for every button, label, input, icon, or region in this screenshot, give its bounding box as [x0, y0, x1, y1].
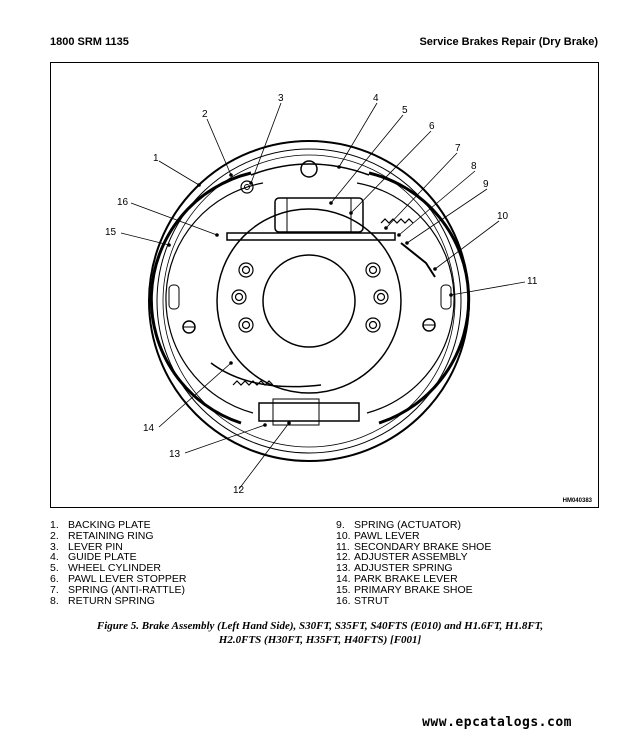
- legend-item: 13.ADJUSTER SPRING: [336, 562, 453, 575]
- legend-item: 4.GUIDE PLATE: [50, 551, 137, 564]
- callout-6: 6: [429, 121, 435, 132]
- strut: [226, 232, 396, 241]
- hub-center-hole: [262, 254, 356, 348]
- legend-item: 11.SECONDARY BRAKE SHOE: [336, 540, 492, 553]
- callout-9: 9: [483, 179, 489, 190]
- callout-4: 4: [373, 93, 379, 104]
- callout-7: 7: [455, 143, 461, 154]
- adjuster-spring: [232, 380, 274, 386]
- callout-10: 10: [497, 211, 509, 222]
- legend-item: 3.LEVER PIN: [50, 540, 123, 553]
- legend-right-column: 9.SPRING (ACTUATOR) 10.PAWL LEVER 11.SEC…: [336, 520, 491, 606]
- legend-item: 8.RETURN SPRING: [50, 594, 155, 607]
- caption-line-2: H2.0FTS (H30FT, H35FT, H40FTS) [F001]: [218, 634, 422, 646]
- figure-code: HM040383: [562, 498, 592, 504]
- pawl-lever: [400, 242, 436, 278]
- watermark-link[interactable]: www.epcatalogs.com: [422, 715, 572, 730]
- callout-2: 2: [202, 109, 208, 120]
- legend-item: 16.STRUT: [336, 594, 389, 607]
- return-spring: [380, 218, 414, 224]
- callout-13: 13: [169, 449, 181, 460]
- legend-item: 5.WHEEL CYLINDER: [50, 562, 161, 575]
- wheel-cylinder: [274, 197, 364, 233]
- anchor-pin: [300, 160, 318, 178]
- figure-caption: Figure 5. Brake Assembly (Left Hand Side…: [40, 619, 600, 647]
- header-section-title: Service Brakes Repair (Dry Brake): [419, 36, 598, 48]
- legend-item: 15.PRIMARY BRAKE SHOE: [336, 583, 473, 596]
- backing-plate-outer-ring: [148, 140, 470, 462]
- park-brake-lever: [210, 362, 322, 388]
- callout-12: 12: [233, 485, 245, 496]
- hub-outer: [216, 208, 402, 394]
- brake-assembly-drawing: 1 2 3 4 5 6 7 8 9 10 11 12 13 14 15 16: [105, 93, 538, 496]
- callout-15: 15: [105, 227, 117, 238]
- callout-16: 16: [117, 197, 129, 208]
- callout-8: 8: [471, 161, 477, 172]
- secondary-brake-shoe: [368, 171, 471, 425]
- callout-11: 11: [527, 276, 538, 287]
- brake-assembly-figure: 1 2 3 4 5 6 7 8 9 10 11 12 13 14 15 16 H…: [50, 62, 599, 508]
- legend-item: 12.ADJUSTER ASSEMBLY: [336, 551, 468, 564]
- legend-item: 7.SPRING (ANTI-RATTLE): [50, 583, 186, 596]
- callout-14: 14: [143, 423, 155, 434]
- legend-item: 10.PAWL LEVER: [336, 529, 420, 542]
- legend-item: 6.PAWL LEVER STOPPER: [50, 572, 187, 585]
- callout-1: 1: [153, 153, 159, 164]
- callout-3: 3: [278, 93, 284, 104]
- adjuster-assembly: [258, 402, 360, 422]
- backing-plate-inner-ring: [156, 148, 462, 454]
- legend-item: 9.SPRING (ACTUATOR): [336, 519, 461, 531]
- primary-brake-shoe: [149, 171, 252, 425]
- caption-line-1: Figure 5. Brake Assembly (Left Hand Side…: [96, 620, 544, 632]
- legend-left-column: 1.BACKING PLATE 2.RETAINING RING 3.LEVER…: [50, 520, 186, 606]
- legend-item: 2.RETAINING RING: [50, 529, 154, 542]
- legend-item: 1.BACKING PLATE: [50, 519, 151, 531]
- callout-5: 5: [402, 105, 408, 116]
- legend-item: 14.PARK BRAKE LEVER: [336, 572, 458, 585]
- header-doc-number: 1800 SRM 1135: [50, 36, 129, 48]
- guide-plate: [250, 163, 370, 176]
